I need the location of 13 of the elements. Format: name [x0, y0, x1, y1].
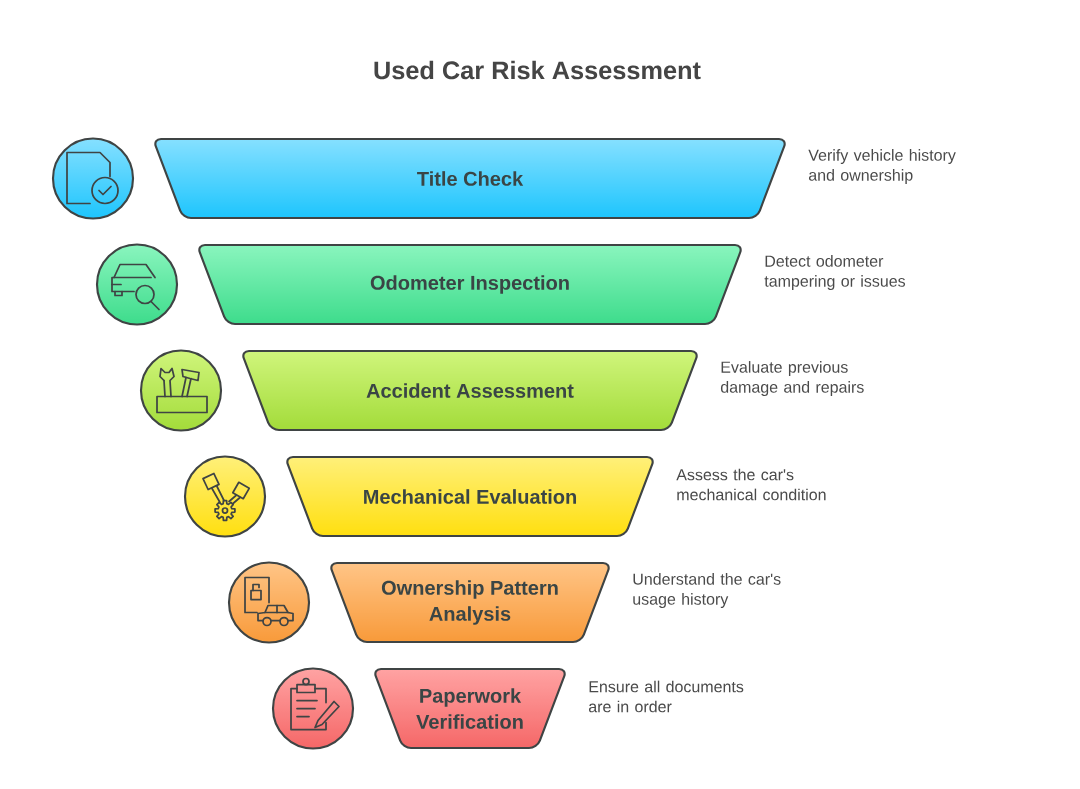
- description-text: Ensure all documents are in order: [588, 680, 744, 713]
- funnel-band: Paperwork Verification: [374, 667, 566, 750]
- funnel-band: Mechanical Evaluation: [286, 455, 654, 538]
- description-text: Evaluate previous damage and repairs: [720, 361, 864, 396]
- funnel-band: Title Check: [154, 137, 786, 220]
- funnel-band: Accident Assessment: [242, 349, 698, 432]
- title: Used Car Risk Assessment: [374, 60, 701, 80]
- description-text: Assess the car's mechanical condition: [676, 468, 826, 501]
- funnel-band: Odometer Inspection: [198, 243, 742, 326]
- description-text: Understand the car's usage history: [633, 573, 781, 608]
- funnel-band: Ownership Pattern Analysis: [330, 561, 610, 644]
- description-text: Detect odometer tampering or issues: [764, 255, 906, 290]
- description-text: Verify vehicle history and ownership: [808, 149, 956, 184]
